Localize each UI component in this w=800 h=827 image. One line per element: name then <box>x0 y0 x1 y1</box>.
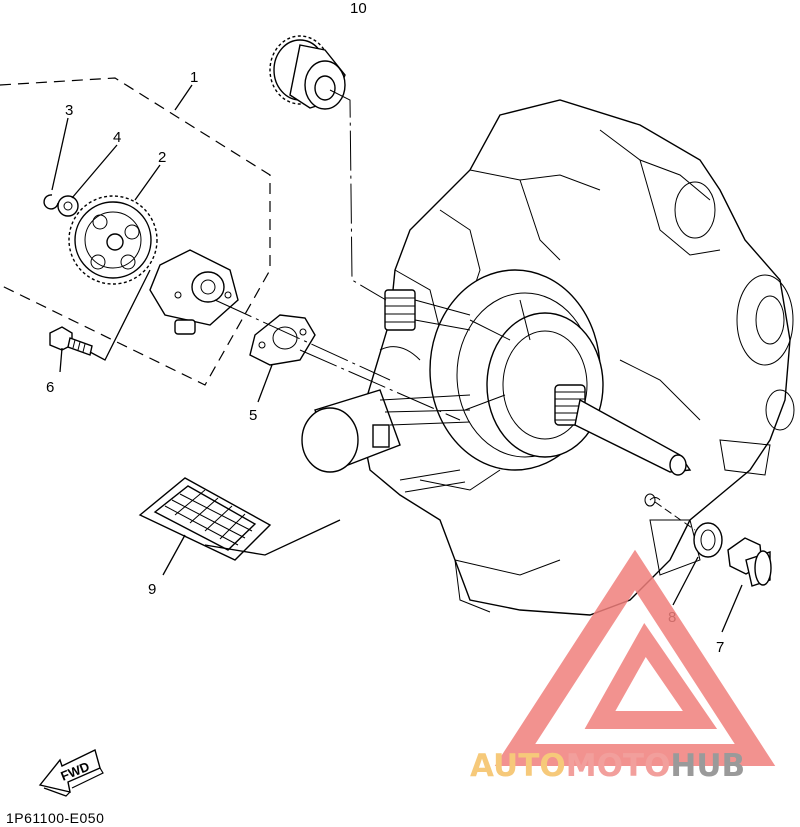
callout-10: 10 <box>350 0 367 17</box>
callout-1: 1 <box>190 69 198 86</box>
oil-strainer-screen <box>138 477 272 561</box>
callout-6: 6 <box>46 379 54 396</box>
callout-5: 5 <box>249 407 257 424</box>
circlip <box>43 194 59 210</box>
callout-numbers: 1 2 3 4 5 6 7 8 9 10 <box>46 0 724 656</box>
pump-gear <box>68 195 158 285</box>
watermark-hub: HUB <box>670 748 745 784</box>
callout-4: 4 <box>113 129 121 146</box>
callout-9: 9 <box>148 581 156 598</box>
watermark-text: AUTOMOTOHUB <box>470 748 745 784</box>
drawing-code: 1P61100-E050 <box>6 810 105 826</box>
forward-arrow: FWD <box>38 749 104 797</box>
strainer-pipe <box>301 389 471 493</box>
drain-washer <box>693 522 723 558</box>
fwd-label: FWD <box>59 759 92 784</box>
washer <box>57 195 79 217</box>
bolt <box>49 326 93 356</box>
svg-text:AUTOMOTOHUB: AUTOMOTOHUB <box>470 748 745 784</box>
callout-3: 3 <box>65 102 73 119</box>
drain-plug <box>727 537 772 587</box>
callout-2: 2 <box>158 149 166 166</box>
pump-gasket <box>249 314 316 366</box>
pump-assembly-outline <box>0 77 271 386</box>
drive-gear <box>269 35 346 110</box>
watermark-logo <box>494 549 776 766</box>
crankshaft-rotor <box>429 269 692 476</box>
watermark-auto: AUTO <box>470 748 566 784</box>
oil-pump-body <box>149 249 239 335</box>
leader-lines <box>51 84 743 633</box>
watermark-moto: MOTO <box>566 748 671 784</box>
drive-shaft <box>384 289 471 331</box>
callout-7: 7 <box>716 639 724 656</box>
